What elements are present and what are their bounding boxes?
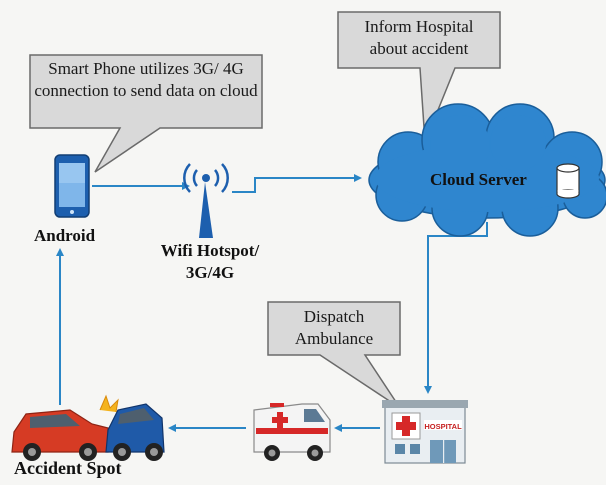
- car-crash-icon: [11, 394, 165, 461]
- hospital-icon: [382, 400, 468, 464]
- dispatch-line-2: Ambulance: [294, 329, 374, 348]
- cloud-server-icon: [368, 103, 606, 237]
- smartphone-callout-text: Smart Phone utilizes 3G/ 4G connection t…: [34, 59, 258, 100]
- wifi-hotspot-label: Wifi Hotspot/ 3G/4G: [150, 240, 270, 284]
- accident-spot-label: Accident Spot: [14, 458, 122, 478]
- inform-line-1: Inform Hospital: [364, 17, 474, 36]
- hospital-sign-text: HOSPITAL: [424, 422, 462, 431]
- wifi-tower-icon: [183, 163, 229, 238]
- ambulance-icon: [253, 403, 331, 461]
- arrow-cloud-to-hospital: [424, 222, 488, 394]
- dispatch-line-1: Dispatch: [303, 307, 365, 326]
- inform-hospital-callout: [337, 11, 501, 143]
- smartphone-callout: [29, 54, 263, 173]
- cloud-server-label: Cloud Server: [430, 170, 527, 189]
- database-icon: [556, 163, 580, 199]
- inform-hospital-callout-text: Inform Hospital about accident: [338, 16, 500, 60]
- android-label: Android: [34, 226, 96, 245]
- wifi-label-line-1: Wifi Hotspot/: [160, 241, 260, 260]
- android-phone-icon: [54, 154, 90, 218]
- inform-line-2: about accident: [369, 39, 469, 58]
- dispatch-callout-text: Dispatch Ambulance: [268, 306, 400, 350]
- dispatch-ambulance-callout: [267, 301, 401, 409]
- wifi-label-line-2: 3G/4G: [185, 263, 235, 282]
- arrow-tower-to-cloud: [232, 174, 362, 193]
